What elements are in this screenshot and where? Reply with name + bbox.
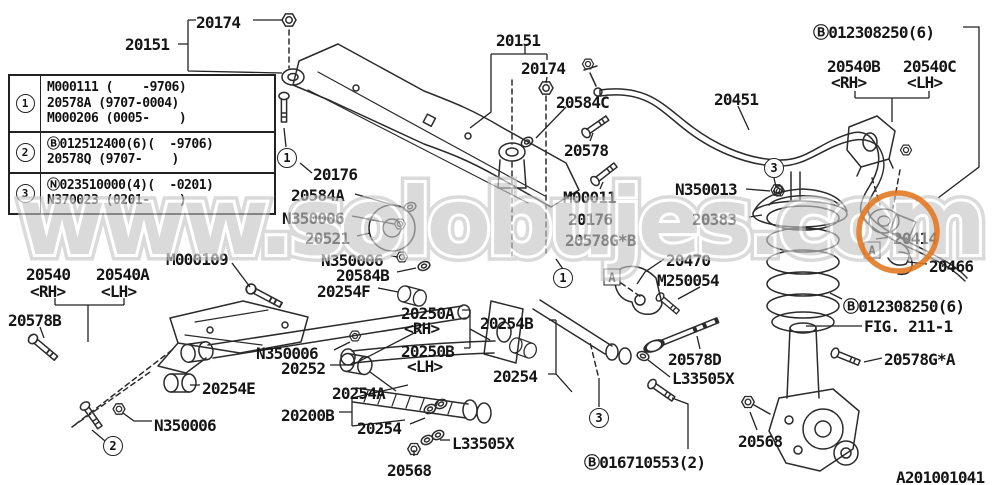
table-line: Ⓑ012512400(6)( -9706) bbox=[47, 136, 214, 152]
table-row: 3 Ⓝ023510000(4)( -0201)N370023 (0201- ) bbox=[10, 171, 274, 213]
table-row-key: 2 bbox=[10, 132, 41, 172]
part-label-20578b: 20578B bbox=[8, 311, 62, 330]
part-label-20470: 20470 bbox=[666, 251, 711, 270]
part-label-20254: 20254 bbox=[493, 367, 538, 386]
part-label-lh: <LH> bbox=[907, 73, 943, 92]
part-label-20578d: 20578D bbox=[668, 350, 722, 369]
part-label-a201001041: A201001041 bbox=[896, 468, 985, 485]
lateral-arm-art bbox=[163, 304, 471, 393]
part-label-lh: <LH> bbox=[101, 282, 137, 301]
part-label-20568: 20568 bbox=[387, 461, 432, 480]
circled-marker-1: 1 bbox=[277, 148, 297, 168]
part-label-20540a: 20540A bbox=[96, 265, 150, 284]
part-label-rh: <RH> bbox=[831, 73, 867, 92]
table-line: 20578Q (9707- ) bbox=[47, 152, 179, 167]
part-label-20568: 20568 bbox=[738, 432, 783, 451]
hatched-arm-art bbox=[352, 387, 492, 456]
part-label-20254f: 20254F bbox=[317, 282, 371, 301]
part-label-20584a: 20584A bbox=[291, 186, 345, 205]
circled-marker-1: 1 bbox=[553, 268, 573, 288]
part-label-20540c: 20540C bbox=[903, 57, 957, 76]
strut-knuckle-art bbox=[741, 322, 862, 472]
part-label-20151: 20151 bbox=[125, 35, 170, 54]
part-label-n350006: N350006 bbox=[154, 416, 217, 435]
table-row-key: 1 bbox=[10, 76, 41, 131]
part-label-20151: 20151 bbox=[496, 31, 541, 50]
table-row-lines: M000111 ( -9706)20578A (9707-0004)M00020… bbox=[41, 76, 189, 131]
part-label-20521: 20521 bbox=[305, 229, 350, 248]
part-label-m000109: M000109 bbox=[166, 250, 229, 269]
table-line: M000206 (0005- ) bbox=[47, 111, 187, 126]
circled-marker-2: 2 bbox=[103, 436, 123, 456]
table-row: 1 M000111 ( -9706)20578A (9707-0004)M0002… bbox=[10, 76, 274, 131]
subframe-art bbox=[281, 43, 580, 208]
part-label-20540: 20540 bbox=[26, 265, 71, 284]
part-label-20174: 20174 bbox=[521, 59, 566, 78]
part-label-20252: 20252 bbox=[281, 359, 326, 378]
trailing-bracket-art bbox=[25, 281, 309, 431]
part-label-0123082506: Ⓑ012308250(6) bbox=[843, 297, 965, 316]
part-label-rh: <RH> bbox=[30, 282, 66, 301]
reference-table: 1 M000111 ( -9706)20578A (9707-0004)M0002… bbox=[8, 74, 276, 215]
part-label-0123082506: Ⓑ012308250(6) bbox=[813, 23, 935, 42]
part-label-20176: 20176 bbox=[313, 165, 358, 184]
part-label-20200b: 20200B bbox=[281, 406, 335, 425]
part-label-rh: <RH> bbox=[404, 319, 440, 338]
part-label-20254: 20254 bbox=[357, 419, 402, 438]
part-label-n350006: N350006 bbox=[282, 209, 345, 228]
part-label-20383: 20383 bbox=[692, 210, 737, 229]
part-label-fig2111: FIG. 211-1 bbox=[864, 317, 953, 336]
part-label-l33505x: L33505X bbox=[452, 434, 515, 453]
part-label-20584c: 20584C bbox=[556, 93, 610, 112]
part-label-20254e: 20254E bbox=[202, 379, 256, 398]
table-row-lines: Ⓝ023510000(4)( -0201)N370023 (0201- ) bbox=[41, 174, 216, 213]
part-label-lh: <LH> bbox=[407, 357, 443, 376]
part-label-20584b: 20584B bbox=[336, 266, 390, 285]
part-label-l33505x: L33505X bbox=[672, 369, 735, 388]
table-line: Ⓝ023510000(4)( -0201) bbox=[47, 177, 214, 193]
part-label-20250a: 20250A bbox=[401, 304, 455, 323]
part-label-0167105532: Ⓑ016710553(2) bbox=[584, 453, 706, 472]
part-label-20578gb: 20578G*B bbox=[565, 231, 636, 250]
boxed-marker-a: A bbox=[603, 268, 621, 286]
part-label-20451: 20451 bbox=[714, 90, 759, 109]
part-label-n350006: N350006 bbox=[321, 251, 384, 270]
circled-number: 3 bbox=[15, 183, 35, 203]
circled-marker-3: 3 bbox=[764, 158, 784, 178]
part-label-20254a: 20254A bbox=[332, 384, 386, 403]
table-line: 20578A (9707-0004) bbox=[47, 95, 179, 111]
part-label-20578ga: 20578G*A bbox=[884, 350, 955, 369]
part-label-m00011: M00011 bbox=[563, 188, 617, 207]
part-label-20176: 20176 bbox=[568, 210, 613, 229]
circled-number: 2 bbox=[15, 142, 35, 162]
table-row-lines: Ⓑ012512400(6)( -9706)20578Q (9707- ) bbox=[41, 133, 216, 172]
dashed-guides bbox=[288, 29, 642, 376]
circled-number: 1 bbox=[15, 93, 35, 113]
part-label-20250b: 20250B bbox=[401, 342, 455, 361]
table-line: M000111 ( -9706) bbox=[47, 80, 187, 95]
part-label-20414: 20414 bbox=[893, 229, 938, 248]
table-row: 2 Ⓑ012512400(6)( -9706)20578Q (9707- ) bbox=[10, 130, 274, 172]
coil-spring-art bbox=[752, 171, 848, 333]
part-label-n350006: N350006 bbox=[256, 344, 319, 363]
lateral-link-bracket-art bbox=[614, 265, 663, 316]
part-label-20174: 20174 bbox=[196, 13, 241, 32]
part-label-20466: 20466 bbox=[929, 257, 974, 276]
part-label-20540b: 20540B bbox=[827, 57, 881, 76]
part-label-n350013: N350013 bbox=[675, 180, 738, 199]
part-label-20578: 20578 bbox=[564, 141, 609, 160]
table-line: N370023 (0201- ) bbox=[47, 193, 187, 208]
table-row-key: 3 bbox=[10, 173, 41, 213]
boxed-marker-a: A bbox=[863, 241, 881, 259]
part-label-20254b: 20254B bbox=[480, 314, 534, 333]
leader-lines bbox=[39, 19, 980, 456]
part-label-m250054: M250054 bbox=[657, 271, 720, 290]
circled-marker-3: 3 bbox=[589, 408, 609, 428]
